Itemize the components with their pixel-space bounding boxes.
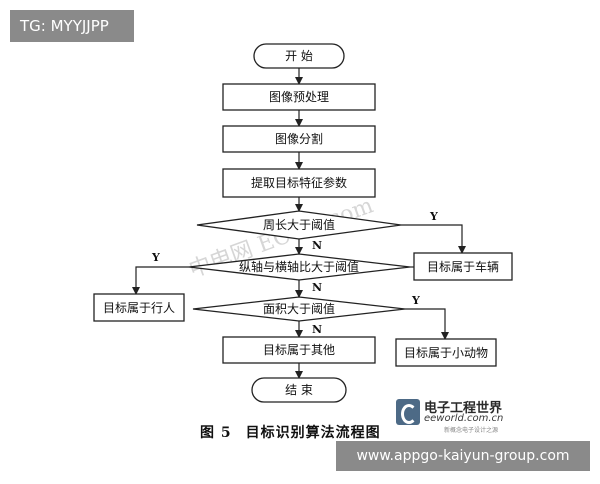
figure-number: 图 5 — [200, 425, 232, 441]
url-overlay-label: www.appgo-kaiyun-group.com — [336, 441, 590, 471]
start-terminal — [253, 43, 345, 69]
decision-ratio — [188, 253, 411, 281]
arrow-area-yes — [405, 308, 449, 340]
area-no-label: N — [312, 323, 322, 336]
vehicle-box — [413, 252, 513, 281]
tg-overlay-label: TG: MYYJJPP — [10, 10, 134, 42]
other-box — [222, 336, 376, 364]
perimeter-label: 周长大于阈值 — [263, 217, 335, 232]
logo-tagline: 新概念电子设计之源 — [444, 427, 499, 434]
pedestrian-box — [93, 293, 185, 322]
animal-box — [395, 338, 497, 367]
area-label: 面积大于阈值 — [263, 301, 335, 316]
extract-label: 提取目标特征参数 — [251, 175, 347, 190]
end-label: 结 束 — [285, 383, 313, 397]
eeworld-logo: 电子工程世界 eeworld.com.cn 新概念电子设计之源 — [396, 397, 516, 434]
perimeter-no-label: N — [312, 239, 322, 252]
ratio-yes-label: Y — [151, 251, 160, 264]
animal-label: 目标属于小动物 — [404, 346, 488, 360]
extract-box — [222, 168, 376, 198]
preprocess-label: 图像预处理 — [269, 90, 329, 104]
segment-label: 图像分割 — [275, 131, 323, 146]
segment-box — [222, 125, 376, 153]
figure-caption: 图 5 目标识别算法流程图 — [200, 422, 395, 442]
vehicle-label: 目标属于车辆 — [427, 259, 499, 274]
preprocess-box — [222, 83, 376, 111]
perimeter-yes-label: Y — [429, 210, 438, 223]
end-terminal — [251, 377, 347, 403]
ratio-no-label: N — [312, 281, 322, 294]
pedestrian-label: 目标属于行人 — [103, 301, 175, 315]
ratio-label: 纵轴与横轴比大于阈值 — [239, 259, 359, 274]
logo-sub-text: eeworld.com.cn — [424, 413, 504, 424]
area-yes-label: Y — [411, 294, 420, 307]
figure-title: 目标识别算法流程图 — [245, 425, 381, 441]
decision-area — [192, 296, 406, 322]
arrow-perimeter-yes — [401, 224, 466, 254]
decision-perimeter — [196, 210, 402, 240]
other-label: 目标属于其他 — [263, 343, 335, 357]
logo-main-text: 电子工程世界 — [424, 401, 503, 416]
arrow-ratio-yes — [132, 266, 189, 295]
start-label: 开 始 — [285, 49, 313, 63]
eeworld-logo-icon — [396, 399, 420, 425]
